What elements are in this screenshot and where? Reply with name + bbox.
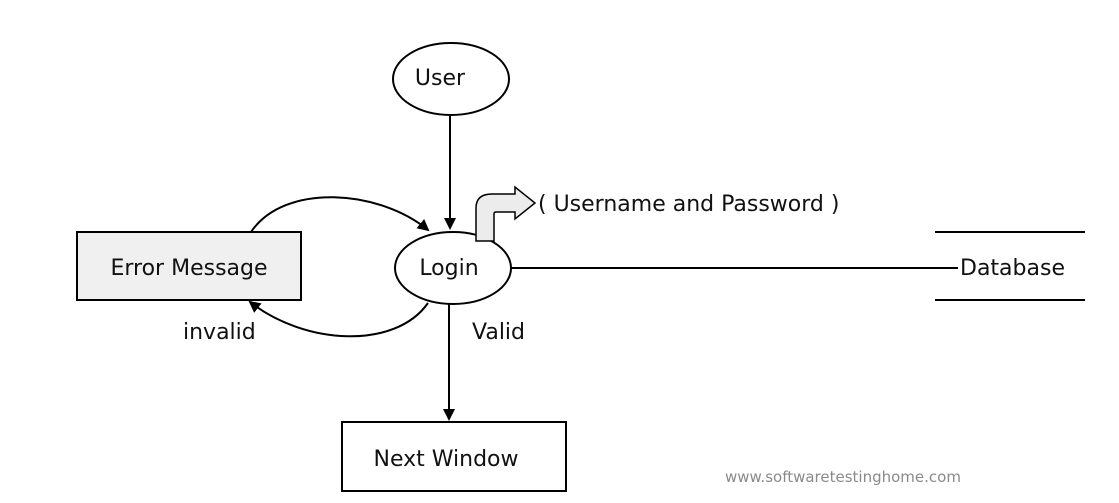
database-label: Database bbox=[960, 256, 1065, 281]
login-node: Login bbox=[394, 231, 512, 305]
error-to-login-arrow bbox=[250, 196, 430, 233]
credentials-label: ( Username and Password ) bbox=[538, 192, 839, 217]
user-label: User bbox=[415, 66, 466, 91]
credentials-arrow-icon bbox=[475, 185, 537, 242]
watermark: www.softwaretestinghome.com bbox=[725, 468, 961, 486]
user-node: User bbox=[392, 42, 510, 116]
invalid-label: invalid bbox=[183, 320, 256, 345]
database-store: Database bbox=[935, 231, 1085, 301]
valid-label: Valid bbox=[472, 320, 525, 345]
error-message-node: Error Message bbox=[76, 231, 302, 301]
error-message-label: Error Message bbox=[110, 256, 267, 281]
login-label: Login bbox=[419, 256, 478, 281]
next-window-label: Next Window bbox=[374, 447, 519, 472]
next-window-node: Next Window bbox=[341, 421, 567, 492]
login-to-error-arrow bbox=[248, 300, 429, 338]
